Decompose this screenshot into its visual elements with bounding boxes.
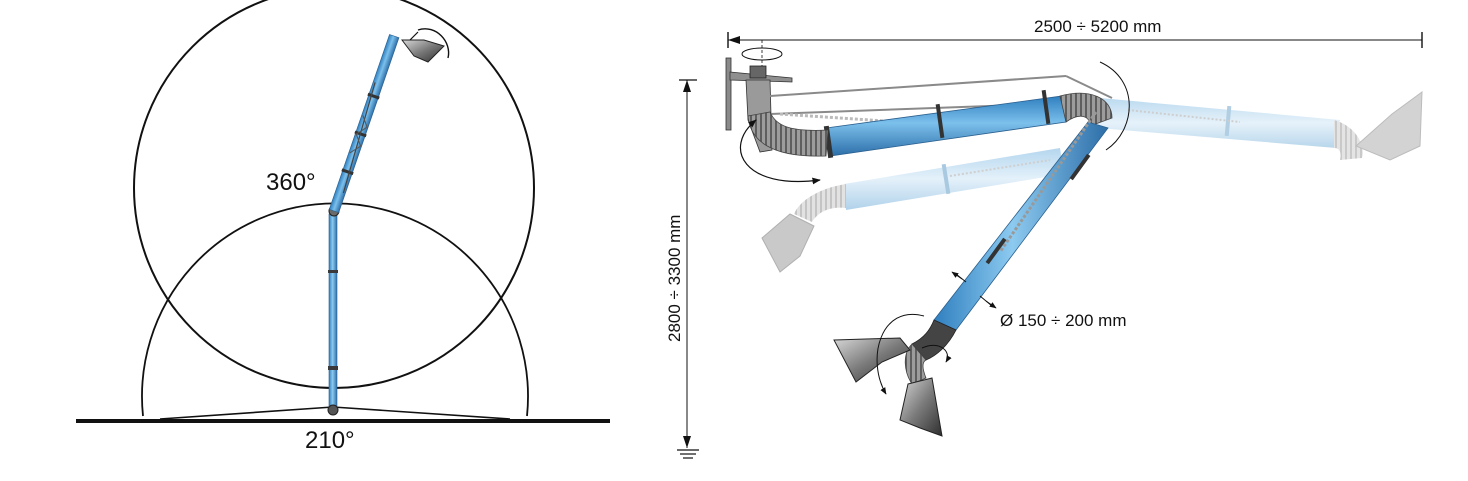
lower-hood-assembly [833,313,957,437]
height-range-label: 2800 ÷ 3300 mm [665,215,684,342]
bracket-rotation-arrow [739,119,821,185]
elbow-hose [1059,92,1113,127]
ghost-hood-left [761,213,815,273]
elbow-rotation-arrow [1099,61,1130,151]
range-line-right [332,406,511,420]
diameter-range-label: Ø 150 ÷ 200 mm [1000,311,1127,330]
lower-arm-vertical [327,213,339,416]
lower-arm-tube [933,111,1109,331]
floor-line [76,419,610,423]
upper-arm-tube [823,89,1067,159]
upper-arm-angled [328,34,400,214]
swivel-indicator [741,47,783,61]
ghost-arm-extended [1098,90,1423,161]
side-view-rotation-diagram: 360° 210° [76,0,610,454]
hood-lower [899,377,943,437]
width-dimension: 2500 ÷ 5200 mm [727,17,1423,48]
hood-rotation-arrow-1 [876,313,925,395]
width-range-label: 2500 ÷ 5200 mm [1034,17,1161,36]
hood-rotation-arrow-2 [921,344,952,363]
ghost-arm-left [761,148,1064,273]
height-dimension: 2800 ÷ 3300 mm [665,79,699,459]
angle-label-360: 360° [266,169,316,196]
diameter-dimension: Ø 150 ÷ 200 mm [951,271,1127,330]
ground-symbol [677,449,699,459]
extraction-arm-dimensions-diagram: 2500 ÷ 5200 mm 2800 ÷ 3300 mm [665,17,1423,459]
ghost-hood-right [1355,90,1423,161]
angle-label-210: 210° [305,427,355,454]
range-line-left [159,406,334,420]
hood-side [833,337,911,383]
suction-hood-top [401,28,450,63]
floor-pivot [327,404,339,416]
